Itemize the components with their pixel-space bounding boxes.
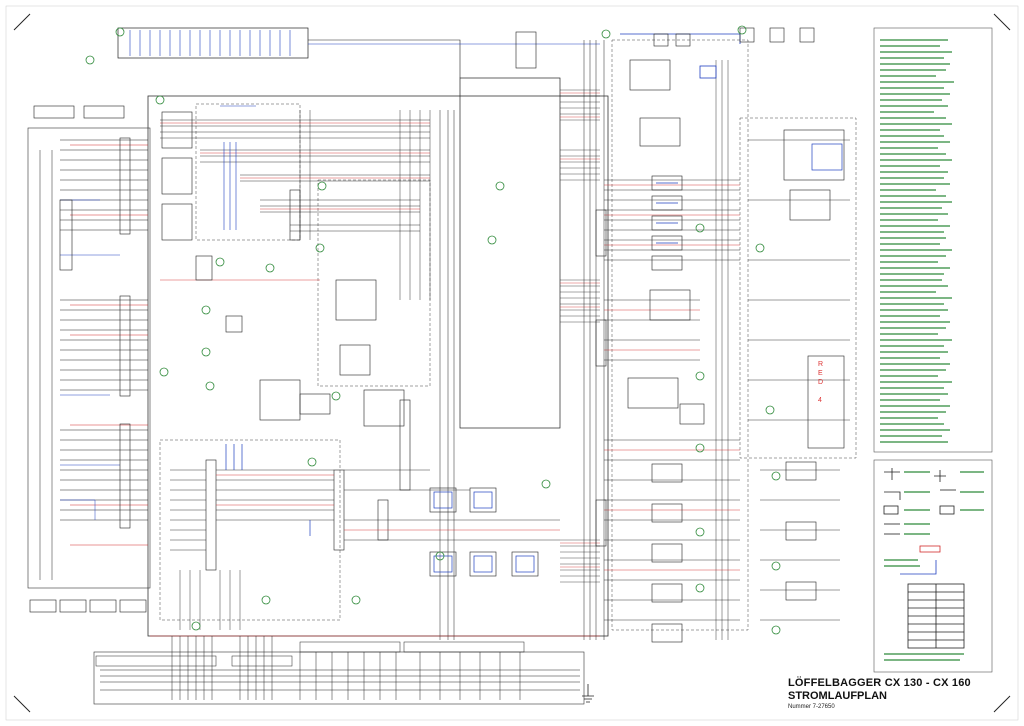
right-module-red (604, 184, 740, 571)
left-blue-wires (60, 199, 120, 520)
red-vertical-label: R E D 4 (818, 361, 824, 404)
relay-blocks (161, 111, 411, 571)
far-right-blue (811, 143, 843, 171)
bottom-bus (95, 636, 580, 700)
document-number: Nummer 7-27650 (788, 704, 835, 710)
title-block: LÖFFELBAGGER CX 130 - CX 160 STROMLAUFPL… (788, 677, 988, 710)
lower-box (159, 439, 341, 621)
valve-cluster-blue (433, 491, 535, 573)
left-connectors (29, 105, 147, 613)
left-harness (39, 139, 148, 580)
valve-clusters (429, 487, 539, 577)
corner-marks (13, 13, 1011, 713)
controller-pins (560, 89, 600, 583)
left-red-wires (70, 144, 148, 546)
sheet-border (5, 5, 1019, 721)
lower-wiring (170, 469, 560, 630)
upper-red-wiring (160, 122, 430, 281)
upper-inner-wiring (160, 110, 431, 300)
controller-red-pins (560, 92, 600, 568)
far-right-components (783, 129, 845, 601)
main-frame (147, 95, 609, 637)
top-right-connectors (515, 27, 815, 69)
upper-blue-wiring (220, 105, 256, 230)
legend-symbols-panel (873, 459, 993, 673)
legend-list-panel (873, 27, 993, 453)
top-connector-block (117, 27, 600, 78)
lower-blue-wiring (225, 444, 311, 536)
upper-inner-box (195, 103, 301, 241)
right-module-components (595, 59, 705, 643)
right-module-panel (611, 39, 749, 631)
central-controller (459, 77, 561, 429)
left-panel (27, 127, 151, 589)
diagram-title: LÖFFELBAGGER CX 130 - CX 160 (788, 677, 971, 689)
far-right-wiring (748, 139, 850, 621)
ground-symbol (582, 684, 594, 703)
vertical-busses (439, 40, 605, 640)
diagram-subtitle: STROMLAUFPLAN (788, 690, 887, 702)
mid-box (317, 179, 431, 387)
bottom-bus-box (93, 651, 585, 705)
component-markers (85, 25, 781, 635)
far-right-module (739, 117, 857, 459)
lower-red-wiring (150, 474, 600, 637)
